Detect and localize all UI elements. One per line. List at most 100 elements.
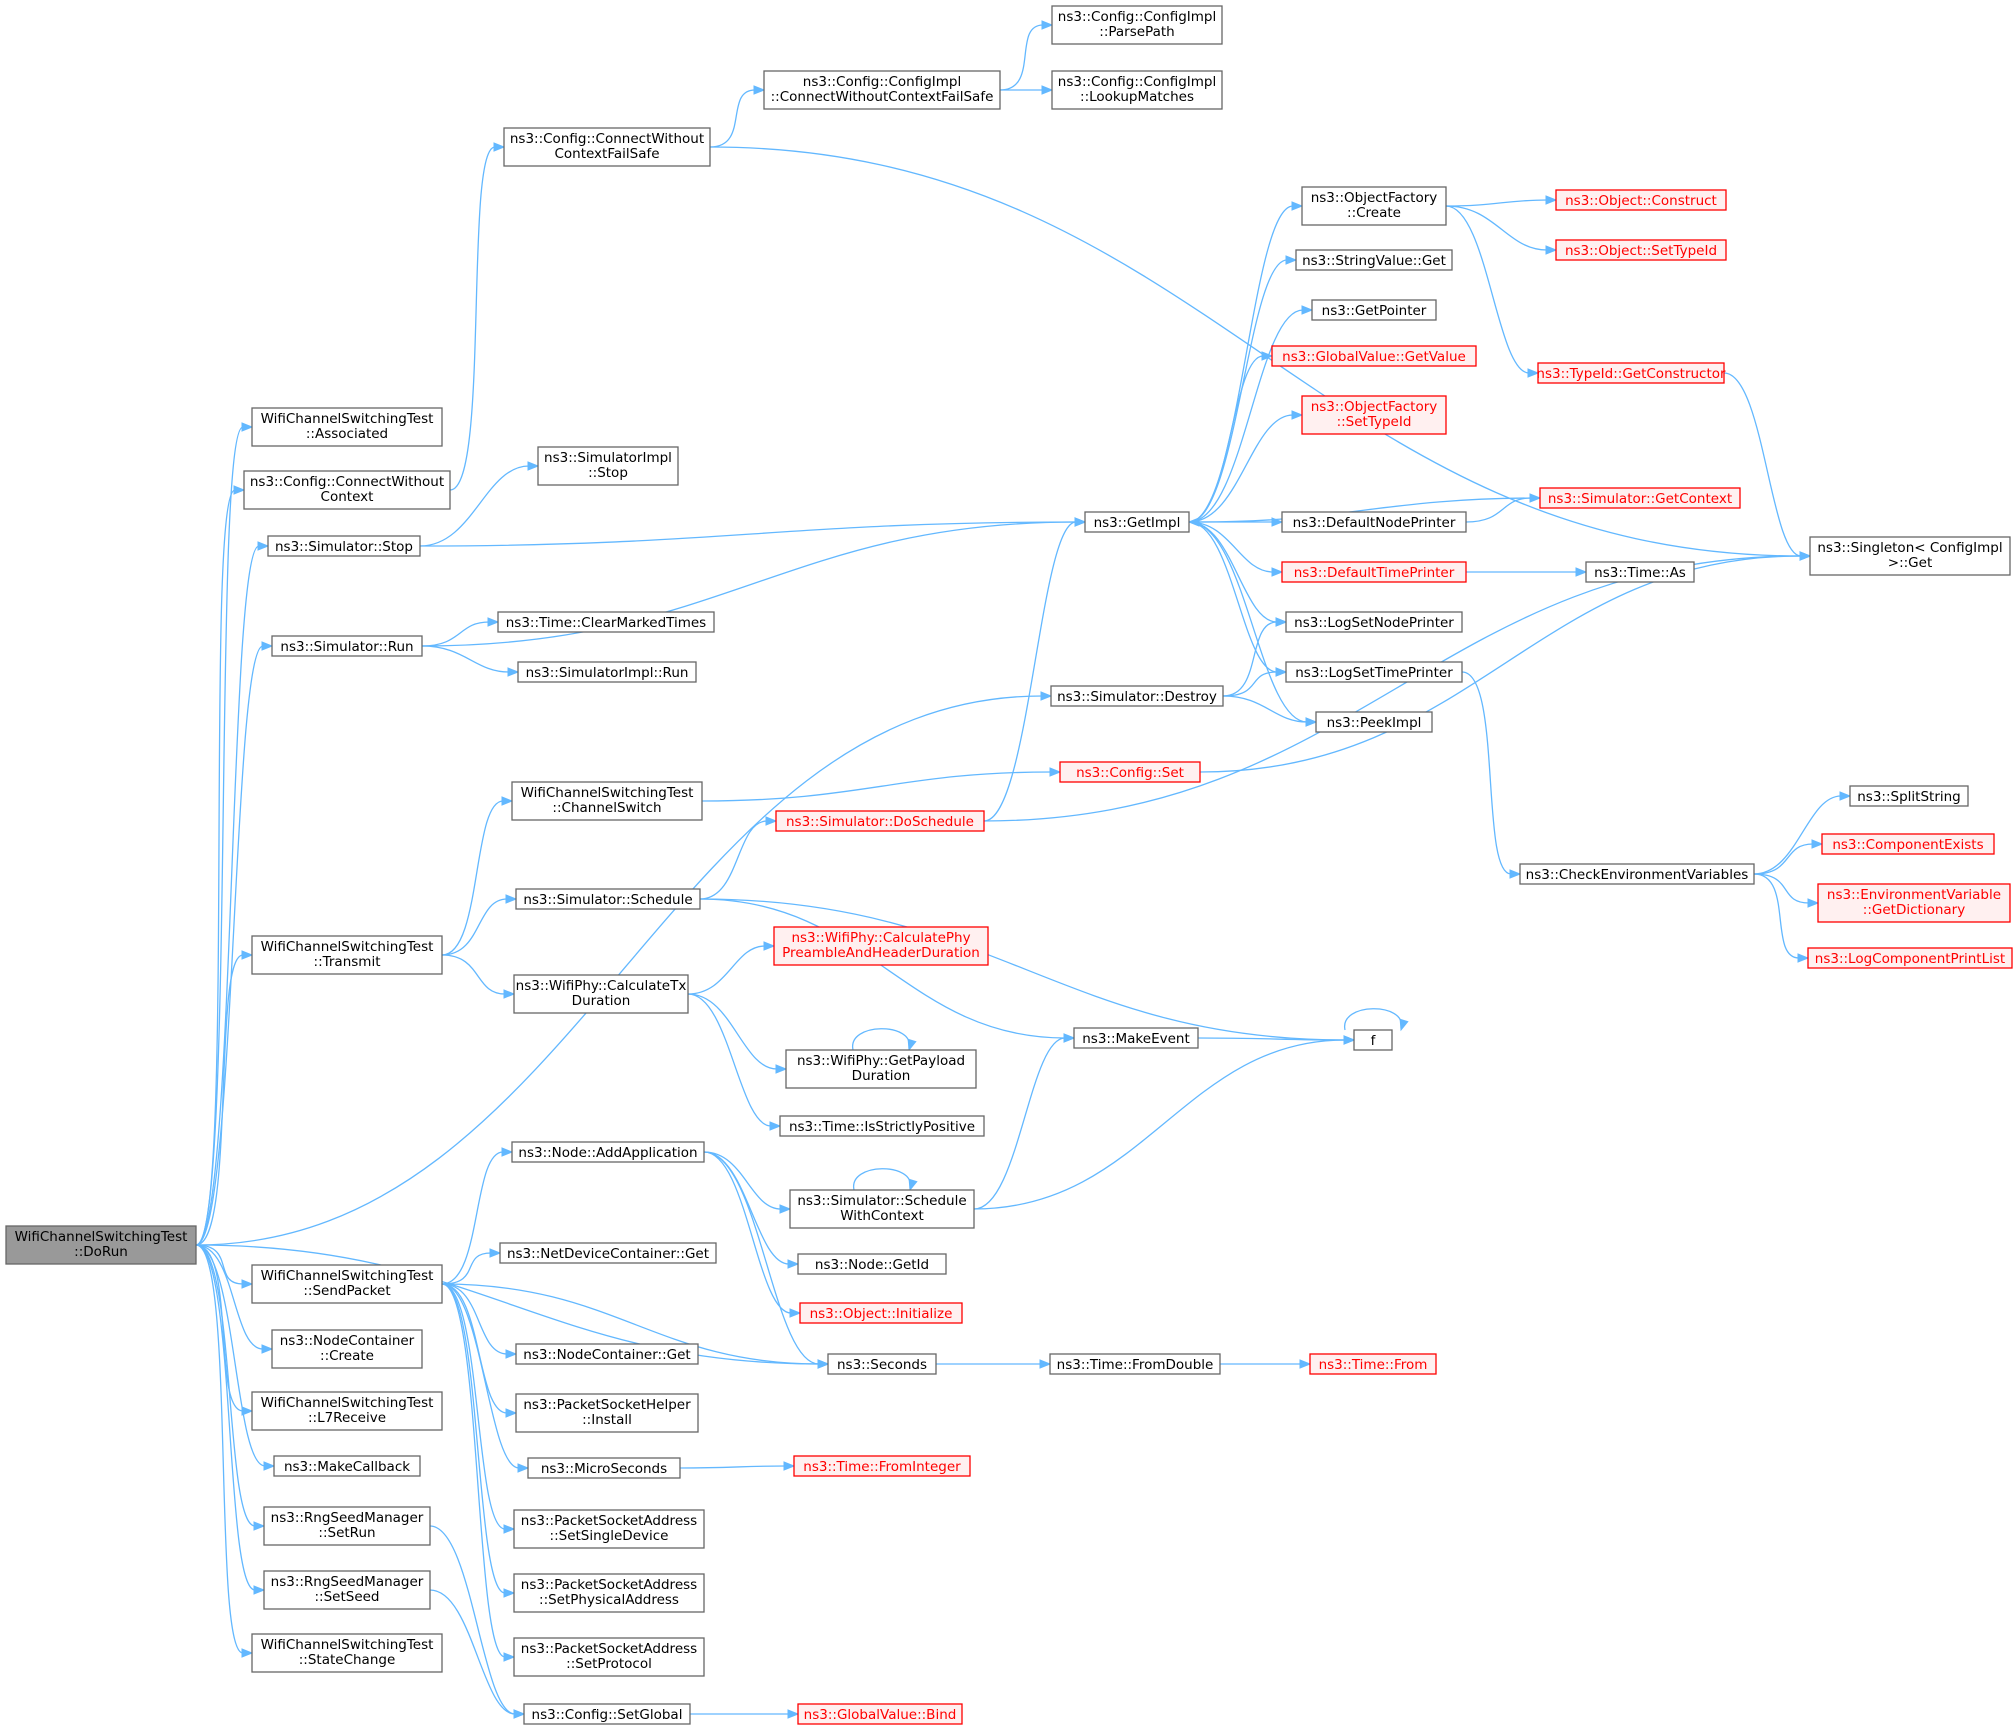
node-channelswitch[interactable]: WifiChannelSwitchingTest::ChannelSwitch [511, 781, 703, 821]
edge-arrowhead [1839, 791, 1852, 801]
node-doschedule[interactable]: ns3::Simulator::DoSchedule [775, 810, 985, 832]
node-label: ns3::LogComponentPrintList [1815, 951, 2005, 967]
node-box [775, 810, 985, 832]
node-lookup[interactable]: ns3::Config::ConfigImpl::LookupMatches [1051, 70, 1223, 110]
node-makeevent[interactable]: ns3::MakeEvent [1073, 1027, 1199, 1049]
node-clearmarked[interactable]: ns3::Time::ClearMarkedTimes [497, 611, 715, 633]
node-seconds[interactable]: ns3::Seconds [827, 1353, 937, 1375]
edge-arrowhead [241, 1279, 254, 1289]
node-pshinstall[interactable]: ns3::PacketSocketHelper::Install [515, 1393, 699, 1433]
node-psasingle[interactable]: ns3::PacketSocketAddress::SetSingleDevic… [513, 1509, 705, 1549]
node-associated[interactable]: WifiChannelSwitchingTest::Associated [251, 407, 443, 447]
node-l7receive[interactable]: WifiChannelSwitchingTest::L7Receive [251, 1391, 443, 1431]
edge-sendpacket-ncget [441, 1283, 508, 1355]
node-simimplstop[interactable]: ns3::SimulatorImpl::Stop [537, 446, 679, 486]
node-label: ns3::EnvironmentVariable [1827, 887, 2001, 903]
node-gvgetvalue[interactable]: ns3::GlobalValue::GetValue [1271, 345, 1477, 367]
node-simgetcontext[interactable]: ns3::Simulator::GetContext [1539, 487, 1741, 509]
edge-getimpl-gvgetvalue [1188, 355, 1264, 523]
node-logcompprint[interactable]: ns3::LogComponentPrintList [1807, 947, 2013, 969]
node-label: ns3::NetDeviceContainer::Get [507, 1246, 709, 1262]
edge-fnode-fnode [1344, 1008, 1402, 1031]
node-logsettime[interactable]: ns3::LogSetTimePrinter [1285, 661, 1463, 683]
node-gvbind[interactable]: ns3::GlobalValue::Bind [797, 1703, 963, 1725]
node-defnodeprinter[interactable]: ns3::DefaultNodePrinter [1281, 511, 1467, 533]
node-rngsetrun[interactable]: ns3::RngSeedManager::SetRun [263, 1506, 431, 1546]
node-simdestroy[interactable]: ns3::Simulator::Destroy [1050, 685, 1224, 707]
node-cicwcfs[interactable]: ns3::Config::ConfigImpl::ConnectWithoutC… [763, 70, 1001, 110]
edge-checkenv-compexists [1753, 843, 1814, 875]
node-envgetdict[interactable]: ns3::EnvironmentVariable::GetDictionary [1817, 883, 2011, 923]
node-nccreate[interactable]: ns3::NodeContainer::Create [271, 1329, 423, 1369]
node-label: WithContext [840, 1208, 924, 1224]
node-psaphys[interactable]: ns3::PacketSocketAddress::SetPhysicalAdd… [513, 1573, 705, 1613]
node-connwoctx[interactable]: ns3::Config::ConnectWithoutContext [243, 470, 451, 510]
node-getconstructor[interactable]: ns3::TypeId::GetConstructor [1536, 362, 1726, 384]
node-label: ns3::ObjectFactory [1311, 190, 1438, 206]
node-deftimeprinter[interactable]: ns3::DefaultTimePrinter [1281, 561, 1467, 583]
node-schedule[interactable]: ns3::Simulator::Schedule [515, 888, 701, 910]
node-checkenv[interactable]: ns3::CheckEnvironmentVariables [1519, 863, 1755, 885]
node-objconstruct[interactable]: ns3::Object::Construct [1555, 189, 1727, 211]
node-label: ns3::Config::Set [1076, 765, 1184, 781]
node-ofsettypeid[interactable]: ns3::ObjectFactory::SetTypeId [1301, 395, 1447, 435]
node-simstop[interactable]: ns3::Simulator::Stop [267, 535, 421, 557]
edge-cicwcfs-parsepath [999, 24, 1044, 91]
node-timefromint[interactable]: ns3::Time::FromInteger [793, 1455, 971, 1477]
node-isstrict[interactable]: ns3::Time::IsStrictlyPositive [779, 1115, 985, 1137]
node-ncget[interactable]: ns3::NodeContainer::Get [515, 1343, 699, 1365]
node-rngsetseed[interactable]: ns3::RngSeedManager::SetSeed [263, 1570, 431, 1610]
node-statechange[interactable]: WifiChannelSwitchingTest::StateChange [251, 1633, 443, 1673]
node-peekimpl[interactable]: ns3::PeekImpl [1315, 711, 1433, 733]
edge-getpayload-getpayload [852, 1028, 910, 1051]
node-makecallback[interactable]: ns3::MakeCallback [273, 1455, 421, 1477]
node-box [1285, 611, 1463, 633]
node-timefrom[interactable]: ns3::Time::From [1309, 1353, 1437, 1375]
node-sendpacket[interactable]: WifiChannelSwitchingTest::SendPacket [251, 1264, 443, 1304]
node-configset[interactable]: ns3::Config::Set [1059, 761, 1201, 783]
edge-arrowhead [503, 1652, 516, 1662]
node-addapp[interactable]: ns3::Node::AddApplication [511, 1141, 705, 1163]
node-setglobal[interactable]: ns3::Config::SetGlobal [523, 1703, 691, 1725]
node-compexists[interactable]: ns3::ComponentExists [1821, 833, 1995, 855]
node-singletonget[interactable]: ns3::Singleton< ConfigImpl >::Get [1809, 536, 2011, 576]
node-getpointer[interactable]: ns3::GetPointer [1311, 299, 1437, 321]
node-timeas[interactable]: ns3::Time::As [1585, 561, 1695, 583]
node-logsetnode[interactable]: ns3::LogSetNodePrinter [1285, 611, 1463, 633]
edge-arrowhead [263, 1461, 276, 1471]
node-psaproto[interactable]: ns3::PacketSocketAddress::SetProtocol [513, 1637, 705, 1677]
node-parsepath[interactable]: ns3::Config::ConfigImpl::ParsePath [1051, 5, 1223, 45]
node-microseconds[interactable]: ns3::MicroSeconds [527, 1457, 681, 1479]
node-ndcget[interactable]: ns3::NetDeviceContainer::Get [499, 1242, 717, 1264]
node-objsettypeid[interactable]: ns3::Object::SetTypeId [1555, 239, 1727, 261]
edge-arrowhead [1063, 1033, 1076, 1043]
node-simrun[interactable]: ns3::Simulator::Run [271, 635, 423, 657]
node-objinit[interactable]: ns3::Object::Initialize [799, 1302, 963, 1324]
edge-arrowhead [1261, 351, 1274, 361]
node-simimplrun[interactable]: ns3::SimulatorImpl::Run [517, 661, 697, 683]
node-connwoctxfs[interactable]: ns3::Config::ConnectWithoutContextFailSa… [503, 127, 711, 167]
node-calcphy[interactable]: ns3::WifiPhy::CalculatePhyPreambleAndHea… [773, 926, 989, 966]
node-box [1817, 883, 2011, 923]
node-label: ns3::CheckEnvironmentVariables [1526, 867, 1749, 883]
node-transmit[interactable]: WifiChannelSwitchingTest::Transmit [251, 935, 443, 975]
node-label: PreambleAndHeaderDuration [782, 945, 980, 961]
edge-channelswitch-configset [701, 771, 1052, 802]
node-label: ns3::Object::SetTypeId [1565, 243, 1717, 259]
node-splitstring[interactable]: ns3::SplitString [1849, 785, 1969, 807]
node-nodegetid[interactable]: ns3::Node::GetId [797, 1253, 947, 1275]
node-label: ns3::WifiPhy::CalculateTx [516, 978, 687, 994]
node-dorun[interactable]: WifiChannelSwitchingTest::DoRun [5, 1225, 197, 1265]
node-svget[interactable]: ns3::StringValue::Get [1295, 249, 1453, 271]
node-ofcreate[interactable]: ns3::ObjectFactory::Create [1301, 186, 1447, 226]
node-label: ns3::NodeContainer [280, 1333, 415, 1349]
edge-transmit-channelswitch [441, 800, 504, 956]
node-fnode[interactable]: f [1353, 1029, 1393, 1051]
node-label: ns3::PacketSocketAddress [521, 1577, 697, 1593]
node-timefromdouble[interactable]: ns3::Time::FromDouble [1049, 1353, 1221, 1375]
node-box [503, 127, 711, 167]
node-getimpl[interactable]: ns3::GetImpl [1084, 511, 1190, 533]
